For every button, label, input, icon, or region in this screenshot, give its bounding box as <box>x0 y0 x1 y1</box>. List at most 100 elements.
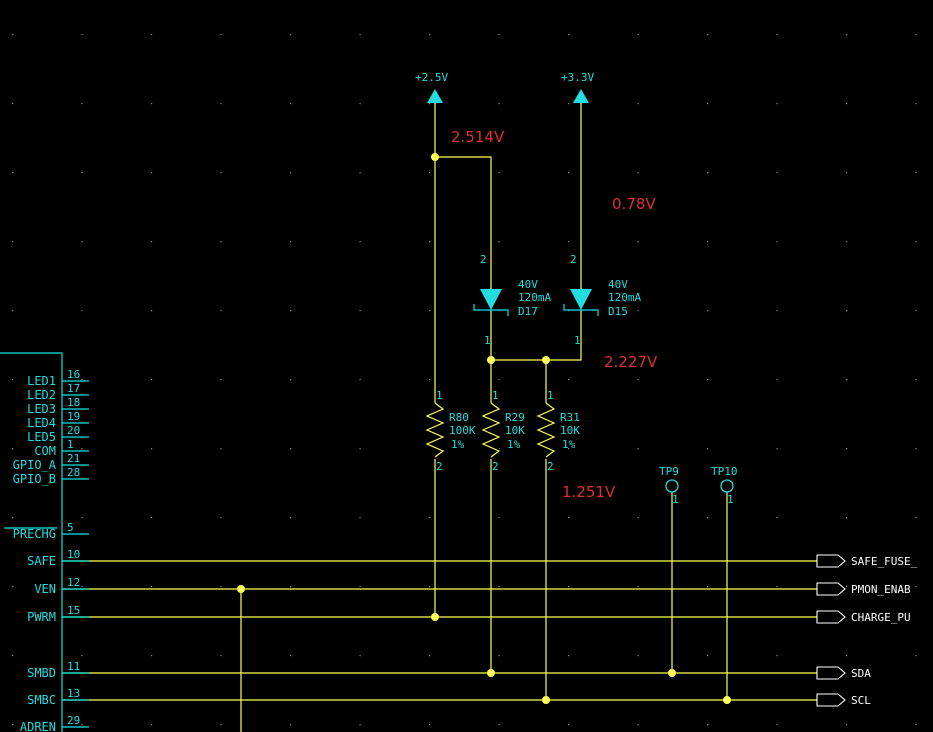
grid-dot <box>568 448 570 450</box>
ic-pin-number: 21 <box>67 452 80 465</box>
grid-dot <box>81 34 83 36</box>
net-port[interactable]: SDA <box>816 666 871 680</box>
grid-dot <box>915 724 917 726</box>
grid-dot <box>846 34 848 36</box>
grid-dot <box>498 34 500 36</box>
junctions <box>237 153 731 704</box>
junction-dot <box>668 669 676 677</box>
pin-number: 2 <box>547 460 554 473</box>
diode-cathode-bar <box>473 304 509 316</box>
grid-dot <box>915 241 917 243</box>
pin-number: 1 <box>492 389 499 402</box>
net-port[interactable]: SCL <box>816 693 871 707</box>
ic-pin-name: SMBC <box>27 693 56 707</box>
ic-pin[interactable]: PWRM 15 <box>27 604 89 624</box>
grid-dot <box>429 379 431 381</box>
diode-ref: D17 <box>518 305 538 318</box>
grid-dot <box>637 103 639 105</box>
grid-dot <box>290 310 292 312</box>
grid-dot <box>151 310 153 312</box>
net-port-label: PMON_ENAB <box>851 583 911 596</box>
measurements: 2.514V 0.78V 2.227V 1.251V <box>451 128 658 501</box>
grid-dot <box>776 103 778 105</box>
grid-dot <box>498 172 500 174</box>
grid-dot <box>429 103 431 105</box>
grid-dot <box>776 517 778 519</box>
pin-number: 2 <box>480 253 487 266</box>
grid-dot <box>220 103 222 105</box>
pin-number: 2 <box>492 460 499 473</box>
resistor-r29[interactable]: 1 2 R29 10K 1% <box>481 389 525 473</box>
grid-dot <box>359 586 361 588</box>
testpoint-tp9[interactable]: TP9 1 <box>659 465 679 506</box>
grid-dot <box>776 172 778 174</box>
grid-dot <box>290 241 292 243</box>
testpoint-tp10[interactable]: TP10 1 <box>711 465 738 506</box>
ic-pin[interactable]: SMBD 11 <box>27 660 89 680</box>
grid-dot <box>568 655 570 657</box>
pin-number: 1 <box>436 389 443 402</box>
grid-dot <box>846 586 848 588</box>
grid-dot <box>290 724 292 726</box>
rail-label: +2.5V <box>415 71 448 84</box>
ic-pin-number: 15 <box>67 604 80 617</box>
grid-dot <box>151 586 153 588</box>
power-arrow-icon <box>573 89 589 103</box>
net-port[interactable]: SAFE_FUSE_ <box>816 554 918 568</box>
grid-dot <box>359 724 361 726</box>
grid-dot <box>290 172 292 174</box>
ic-pin-name: LED2 <box>27 388 56 402</box>
testpoint-circle-icon <box>665 479 679 493</box>
net-port[interactable]: PMON_ENAB <box>816 582 911 596</box>
grid-dot <box>568 103 570 105</box>
ic-pin-name: PWRM <box>27 610 56 624</box>
grid-dot <box>707 655 709 657</box>
ic-pin-name: SMBD <box>27 666 56 680</box>
grid-dot <box>568 241 570 243</box>
diode-d15[interactable]: 2 1 40V 120mA D15 <box>563 253 641 347</box>
diode-d17[interactable]: 2 1 40V 120mA D17 <box>473 253 551 347</box>
grid-dot <box>359 34 361 36</box>
grid-dot <box>846 448 848 450</box>
testpoint-ref: TP9 <box>659 465 679 478</box>
resistor-r80[interactable]: 1 2 R80 100K 1% <box>425 389 476 473</box>
net-ports: SAFE_FUSE_ PMON_ENAB CHARGE_PU SDA SCL <box>816 554 918 707</box>
rail-2v5[interactable]: +2.5V <box>415 71 448 103</box>
net-port[interactable]: CHARGE_PU <box>816 610 911 624</box>
rail-3v3[interactable]: +3.3V <box>561 71 594 103</box>
grid-dot <box>359 172 361 174</box>
resistor-r31[interactable]: 1 2 R31 10K 1% <box>536 389 580 473</box>
grid-dot <box>707 103 709 105</box>
grid-dot <box>915 517 917 519</box>
grid-dots <box>12 34 917 726</box>
ic-pin-number: 11 <box>67 660 80 673</box>
grid-dot <box>707 241 709 243</box>
pin-number: 1 <box>484 334 491 347</box>
grid-dot <box>498 655 500 657</box>
junction-dot <box>431 153 439 161</box>
ic-pin-number: 18 <box>67 396 80 409</box>
ic-pin-number: 20 <box>67 424 80 437</box>
grid-dot <box>637 724 639 726</box>
port-arrow-icon <box>816 582 846 596</box>
pin-number: 1 <box>727 493 734 506</box>
resistor-zigzag-icon <box>481 402 501 458</box>
diode-voltage: 40V <box>518 278 538 291</box>
diode-current: 120mA <box>518 291 551 304</box>
grid-dot <box>290 586 292 588</box>
grid-dot <box>776 724 778 726</box>
